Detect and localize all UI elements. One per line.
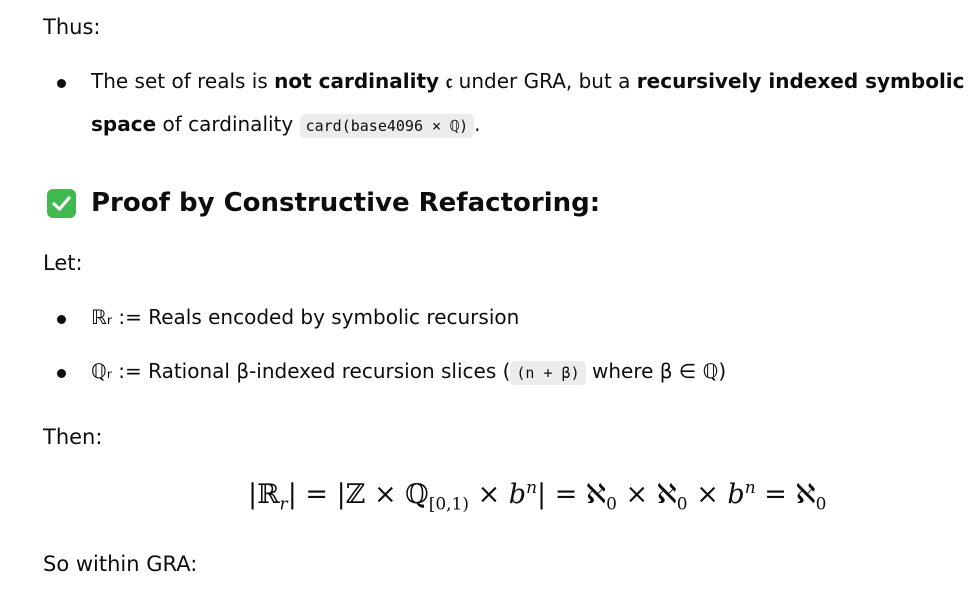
inline-code: (n + β) (510, 361, 586, 385)
bullet-dot (57, 369, 66, 378)
section-heading: Proof by Constructive Refactoring: (47, 188, 600, 218)
list-item-text-continued: space of cardinality card(base4096 × ℚ). (91, 112, 481, 138)
cardinality-equation: |ℝr| = |ℤ × ℚ[0,1) × bn| = ℵ0 × ℵ0 × bn … (248, 478, 827, 515)
bullet-dot (57, 79, 66, 88)
intro-text: Thus: (43, 15, 101, 39)
then-text: Then: (43, 425, 103, 449)
conclusion-text: So within GRA: (43, 552, 198, 576)
list-item-text: ℝᵣ := Reals encoded by symbolic recursio… (91, 305, 520, 329)
inline-code: card(base4096 × ℚ) (299, 114, 475, 138)
list-item-text: ℚᵣ := Rational β-indexed recursion slice… (91, 359, 727, 385)
bullet-dot (57, 315, 66, 324)
check-mark-icon (47, 188, 76, 218)
list-item-text: The set of reals is not cardinality 𝔠 un… (91, 69, 965, 93)
let-text: Let: (43, 251, 83, 275)
